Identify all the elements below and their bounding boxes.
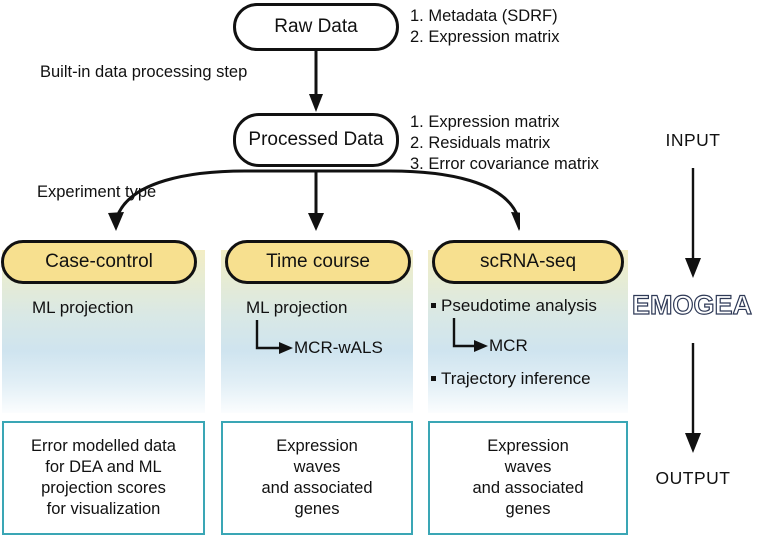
arrow-raw-to-processed xyxy=(309,50,323,112)
branch-3-step-3: Trajectory inference xyxy=(441,369,591,388)
output-box-time-course: Expression waves and associated genes xyxy=(221,421,413,535)
output-3-line-1: Expression xyxy=(487,437,569,455)
branch-1-step-1: ML projection xyxy=(32,298,134,317)
processed-data-annotation-item-3: 3. Error covariance matrix xyxy=(410,155,599,173)
output-3-line-4: genes xyxy=(505,500,551,518)
output-2-line-2: waves xyxy=(293,458,341,476)
output-1-line-3: projection scores xyxy=(41,479,166,497)
label-processing-step: Built-in data processing step xyxy=(40,63,248,81)
branch-3-step-1-row: Pseudotime analysis xyxy=(431,296,597,316)
output-box-time-course-text: Expression waves and associated genes xyxy=(262,436,373,520)
output-box-case-control-text: Error modelled data for DEA and ML proje… xyxy=(31,436,176,520)
output-1-line-4: for visualization xyxy=(46,500,161,518)
label-experiment-type: Experiment type xyxy=(37,183,157,201)
processed-data-annotation-item-1: 1. Expression matrix xyxy=(410,113,560,131)
branch-column-case-control: Case-control ML projection xyxy=(1,240,205,413)
elbow-arrow-branch-3 xyxy=(452,318,488,352)
raw-data-annotation-list: 1. Metadata (SDRF) 2. Expression matrix xyxy=(410,6,559,48)
branch-3-step-3-row: Trajectory inference xyxy=(431,369,591,389)
pill-scrna-seq-label: scRNA-seq xyxy=(479,251,577,272)
output-2-line-4: genes xyxy=(294,500,340,518)
processed-data-annotation-item-2: 2. Residuals matrix xyxy=(410,134,551,152)
branch-column-scrna-seq: scRNA-seq Pseudotime analysis MCR Trajec… xyxy=(428,240,628,413)
processed-data-annotation-list: 1. Expression matrix 2. Residuals matrix… xyxy=(410,112,599,175)
branch-column-time-course: Time course ML projection MCR-wALS xyxy=(221,240,413,413)
branch-3-step-2: MCR xyxy=(489,336,528,355)
node-processed-data-label: Processed Data xyxy=(248,129,384,150)
branch-3-step-1: Pseudotime analysis xyxy=(441,296,597,315)
output-box-case-control: Error modelled data for DEA and ML proje… xyxy=(2,421,205,535)
arrow-brand-to-output xyxy=(685,343,701,453)
output-1-line-2: for DEA and ML xyxy=(45,458,162,476)
output-2-line-3: and associated xyxy=(261,479,373,497)
raw-data-annotation-item-2: 2. Expression matrix xyxy=(410,28,560,46)
pill-time-course[interactable]: Time course xyxy=(225,240,411,284)
output-1-line-1: Error modelled data xyxy=(31,437,176,455)
pill-scrna-seq[interactable]: scRNA-seq xyxy=(432,240,624,284)
rail-label-output: OUTPUT xyxy=(655,468,731,488)
output-box-scrna-seq-text: Expression waves and associated genes xyxy=(473,436,584,520)
branch-arrows-group xyxy=(108,169,520,231)
raw-data-annotation-item-1: 1. Metadata (SDRF) xyxy=(410,7,558,25)
rail-label-input: INPUT xyxy=(665,130,721,150)
output-box-scrna-seq: Expression waves and associated genes xyxy=(428,421,628,535)
node-raw-data-label: Raw Data xyxy=(274,16,358,37)
arrow-input-to-brand xyxy=(685,168,701,278)
elbow-arrow-branch-2 xyxy=(255,320,293,354)
output-3-line-2: waves xyxy=(504,458,552,476)
bullet-icon xyxy=(431,375,436,381)
output-3-line-3: and associated xyxy=(472,479,584,497)
output-2-line-1: Expression xyxy=(276,437,358,455)
pill-case-control-label: Case-control xyxy=(45,251,153,272)
brand-label-emogea: EMOGEA xyxy=(631,289,752,320)
bullet-icon xyxy=(431,302,436,308)
branch-2-step-1: ML projection xyxy=(246,298,348,317)
node-raw-data: Raw Data xyxy=(233,3,399,51)
branch-2-step-2: MCR-wALS xyxy=(294,338,383,357)
pill-case-control[interactable]: Case-control xyxy=(1,240,197,284)
node-processed-data: Processed Data xyxy=(233,113,399,167)
pill-time-course-label: Time course xyxy=(266,251,370,272)
